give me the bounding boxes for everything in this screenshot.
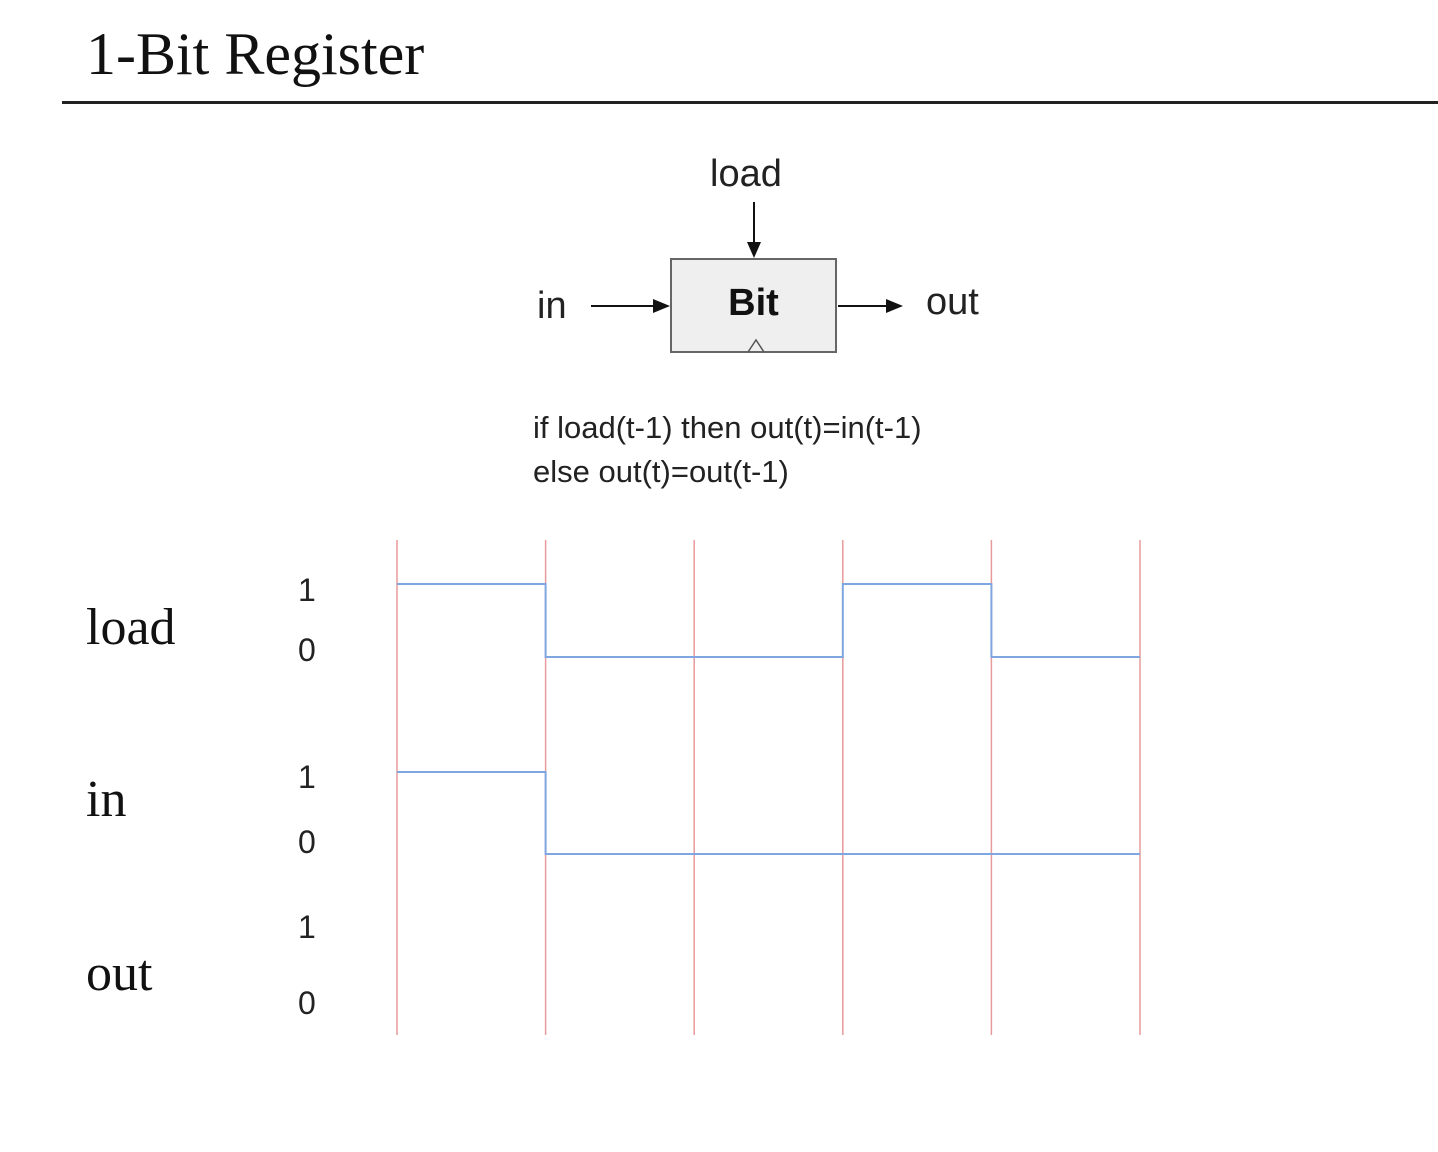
in-level-high: 1: [298, 759, 316, 795]
title-divider: [62, 101, 1438, 104]
in-input-label: in: [537, 285, 567, 327]
in-arrow-head: [653, 299, 670, 313]
out-output-label: out: [926, 281, 979, 323]
timing-row-label-load: load: [86, 599, 176, 656]
slide-title: 1-Bit Register: [86, 21, 425, 87]
bit-gate-label: Bit: [728, 282, 779, 324]
timing-row-label-out: out: [86, 945, 153, 1002]
formula-line-2: else out(t)=out(t-1): [533, 454, 789, 489]
out-level-high: 1: [298, 909, 316, 945]
clock-triangle-icon: [747, 338, 765, 353]
load-level-low: 0: [298, 632, 316, 668]
register-formula: if load(t-1) then out(t)=in(t-1) else ou…: [533, 406, 922, 494]
waveform-load: [397, 583, 1140, 658]
timing-row-label-in: in: [86, 771, 127, 828]
bit-gate-box: [670, 258, 837, 353]
out-arrow-head: [886, 299, 903, 313]
out-level-low: 0: [298, 985, 316, 1021]
waveform-in: [397, 771, 1140, 855]
load-input-label: load: [710, 153, 782, 195]
load-level-high: 1: [298, 572, 316, 608]
in-level-low: 0: [298, 824, 316, 860]
formula-line-1: if load(t-1) then out(t)=in(t-1): [533, 410, 922, 445]
load-arrow-head: [747, 242, 761, 258]
